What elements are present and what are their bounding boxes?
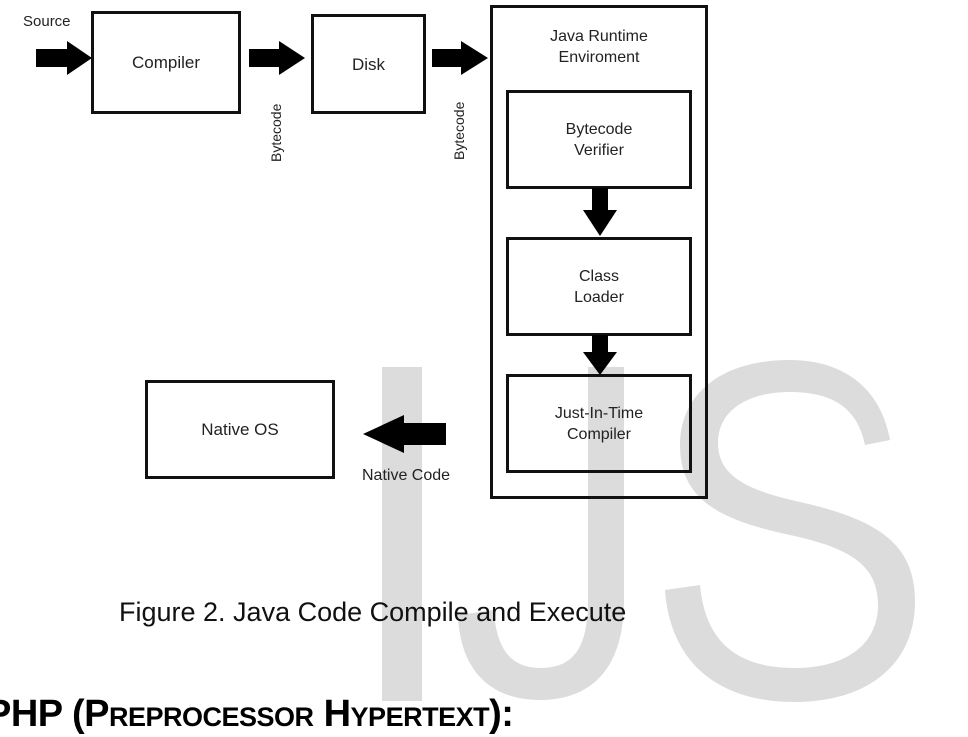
class-loader-box: Class Loader <box>506 237 692 336</box>
compiler-to-disk-arrow-icon <box>249 41 305 75</box>
disk-label: Disk <box>351 54 386 74</box>
bytecode-label-1: Bytecode <box>268 103 284 162</box>
loader-to-jit-arrow-icon <box>583 335 617 375</box>
verifier-line1: Bytecode <box>565 120 633 138</box>
verifier-line2: Verifier <box>574 141 624 159</box>
native-code-label: Native Code <box>362 467 451 484</box>
jre-title: Java Runtime Enviroment <box>490 26 708 68</box>
jre-title-line1: Java Runtime <box>550 28 648 45</box>
loader-line1: Class <box>578 267 619 285</box>
compiler-label: Compiler <box>131 53 201 72</box>
native-os-label: Native OS <box>201 420 279 439</box>
bytecode-label-2: Bytecode <box>451 101 467 160</box>
jit-compiler-box: Just-In-Time Compiler <box>506 374 692 473</box>
verifier-to-loader-arrow-icon <box>583 188 617 236</box>
source-label: Source <box>23 13 71 30</box>
bytecode-verifier-box: Bytecode Verifier <box>506 90 692 189</box>
jit-line2: Compiler <box>566 425 631 443</box>
jit-line1: Just-In-Time <box>554 404 644 422</box>
jre-title-line2: Enviroment <box>558 49 640 66</box>
native-code-arrow-icon <box>363 415 446 453</box>
loader-line2: Loader <box>574 288 624 306</box>
disk-box: Disk <box>311 14 426 114</box>
java-compile-diagram: Source Compiler Bytecode Disk Bytecode J… <box>23 5 708 499</box>
compiler-box: Compiler <box>91 11 241 114</box>
figure-caption: Figure 2. Java Code Compile and Execute <box>119 597 627 627</box>
native-os-box: Native OS <box>145 380 335 479</box>
source-arrow-icon <box>36 41 92 75</box>
disk-to-jre-arrow-icon <box>432 41 488 75</box>
section-heading: PHP (Preprocessor Hypertext): <box>0 693 514 735</box>
